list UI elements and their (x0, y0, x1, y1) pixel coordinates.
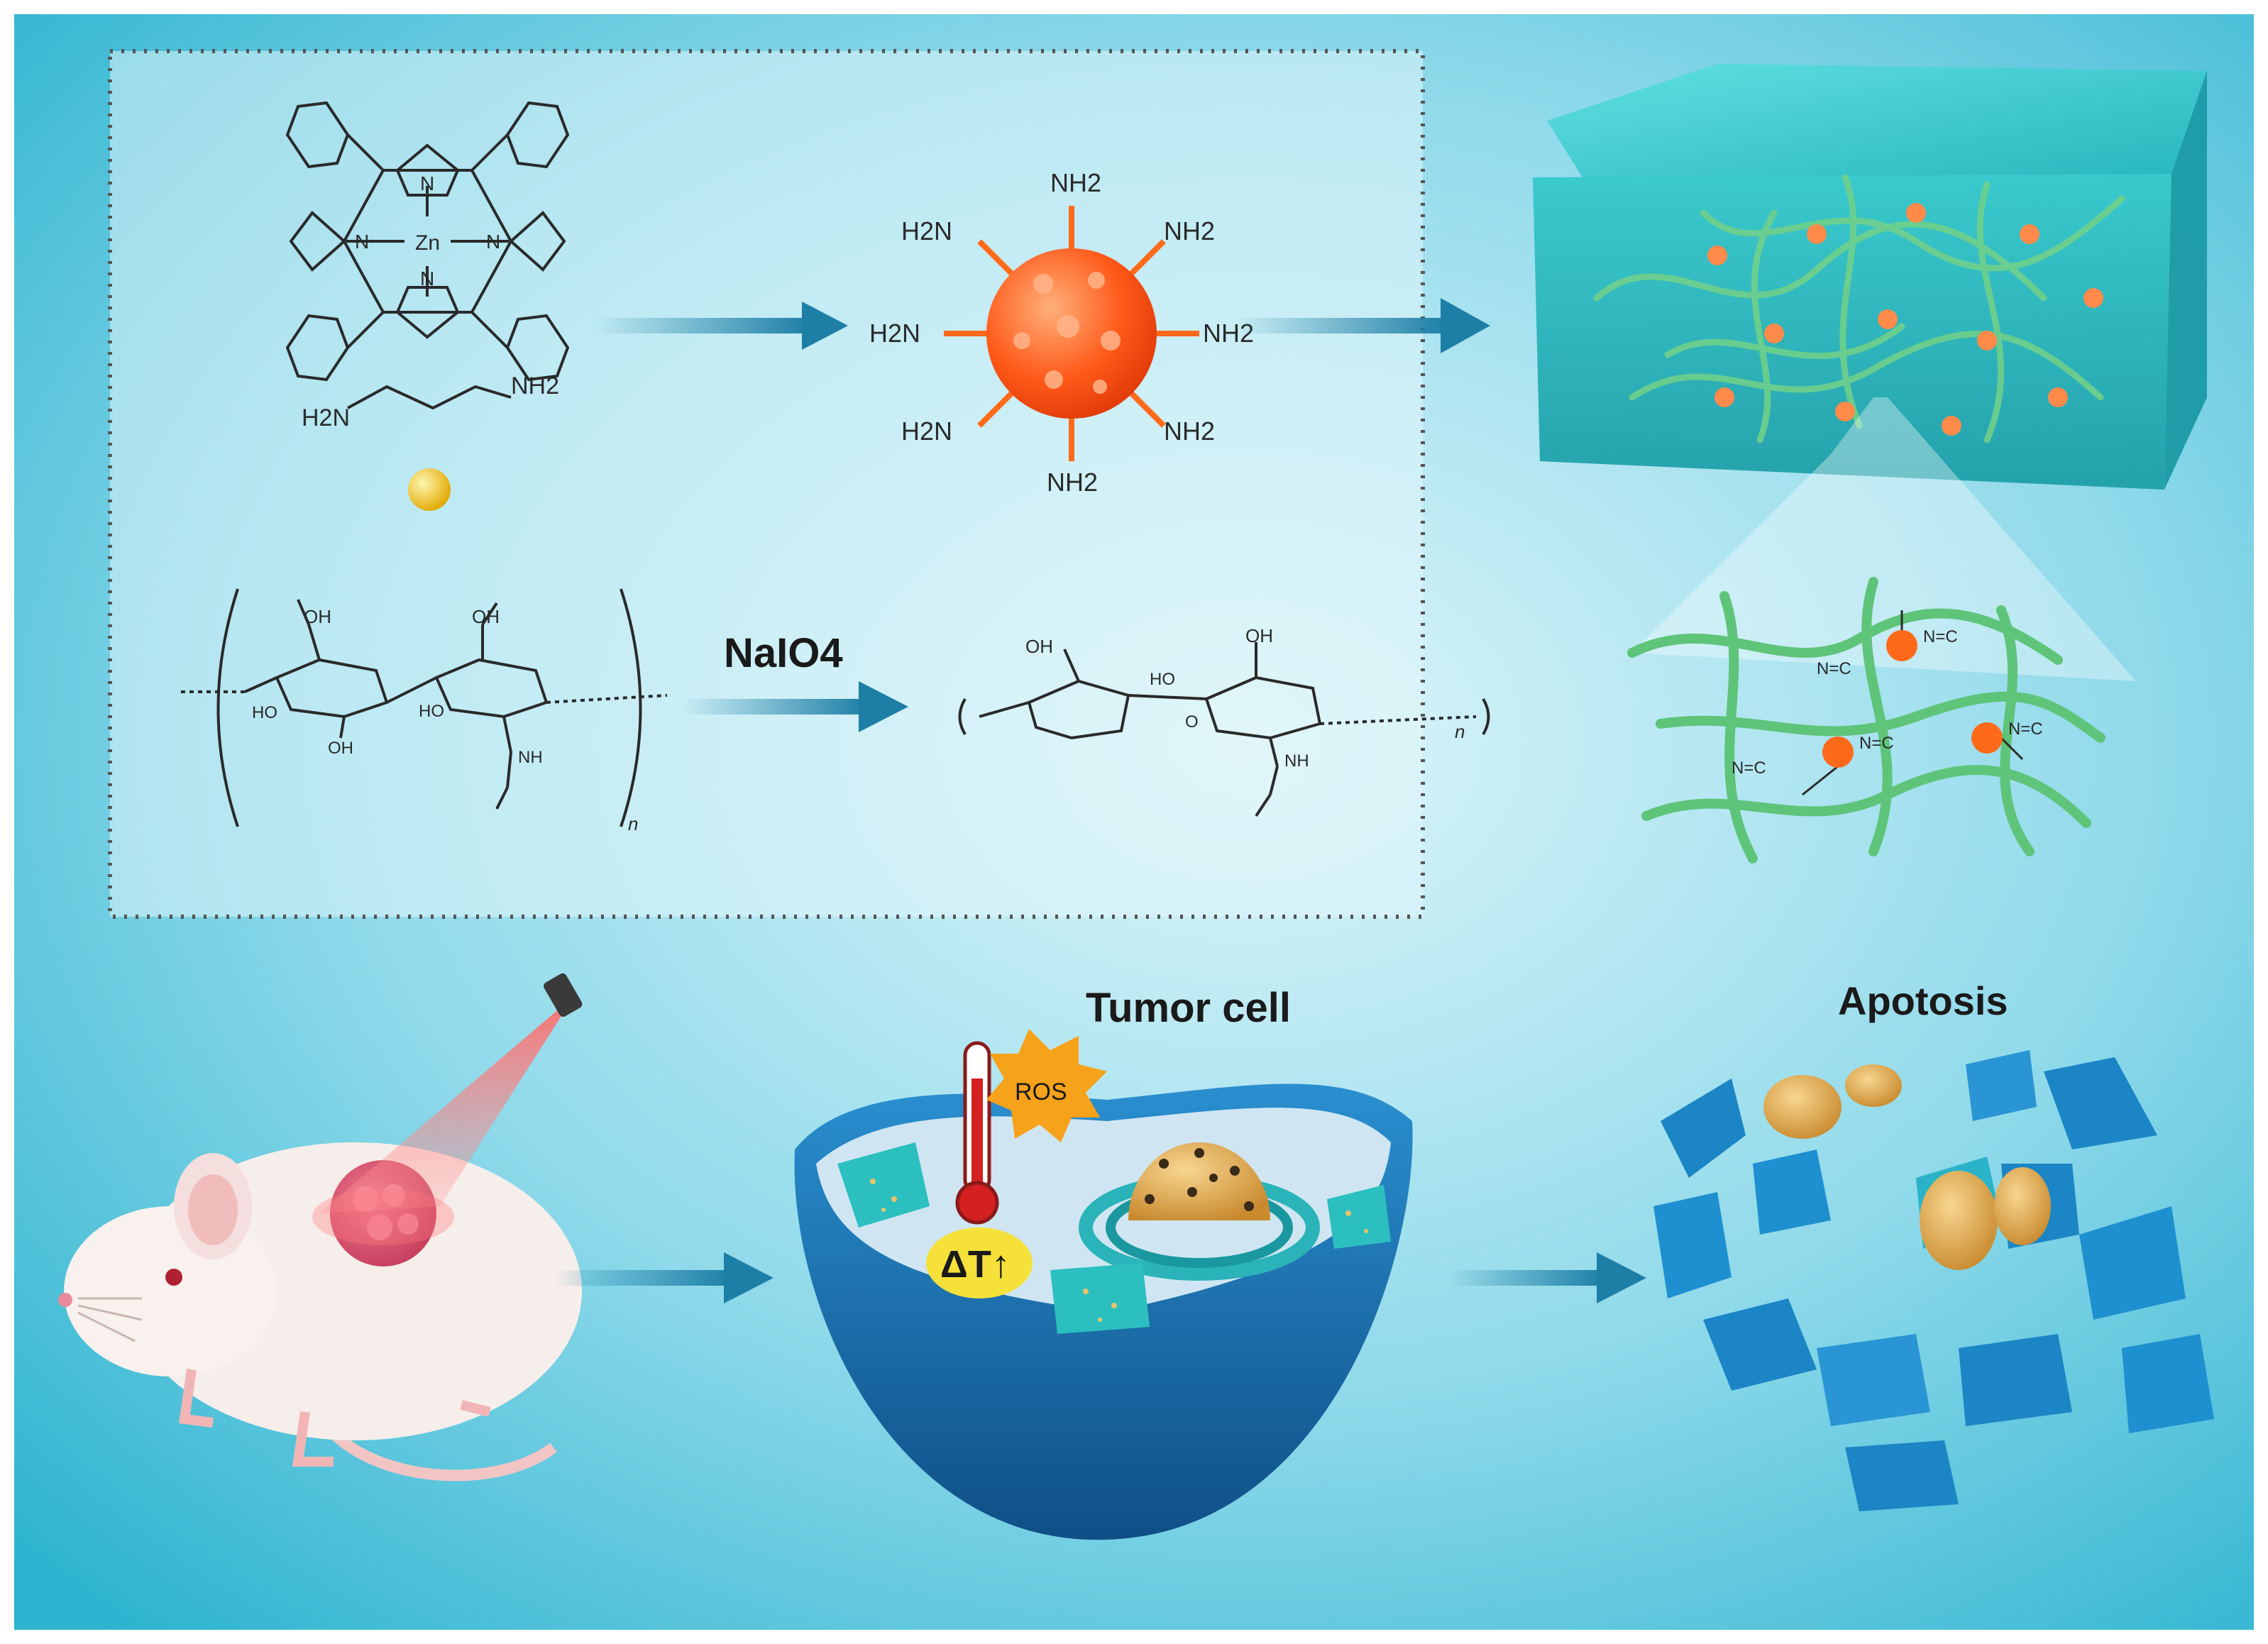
ha-nh: NH (518, 748, 543, 767)
h2n-left: H2N (869, 319, 920, 348)
zoom-cone (1632, 397, 2136, 681)
h2n-lower-left: H2N (901, 416, 952, 446)
oxidized-ha-structure (958, 642, 1490, 817)
oha-nh: NH (1284, 751, 1309, 771)
hydrogel-block (1533, 64, 2207, 490)
nh2-bottom: NH2 (1047, 468, 1098, 497)
n-label-right: N (486, 231, 500, 253)
delta-t-label: ΔT↑ (940, 1243, 1011, 1286)
arrow-to-hydrogel (1235, 298, 1490, 353)
zinc-porphyrin-structure (285, 101, 570, 382)
ha-oh-2: OH (472, 606, 500, 627)
crosslink-label-2: N=C (1859, 734, 1894, 753)
ethylenediamine-structure (347, 385, 512, 410)
oha-o: O (1185, 712, 1199, 732)
crosslink-label-1: N=C (1923, 627, 1958, 646)
ha-oh-1: OH (304, 606, 331, 627)
n-label-top: N (420, 172, 434, 194)
apotosis-fragments (1653, 1050, 2214, 1511)
synthesis-panel (108, 49, 1425, 919)
nh2-lower-right: NH2 (1164, 416, 1215, 446)
ha-ho-2: HO (419, 702, 444, 721)
laser-emitter (544, 973, 583, 1017)
crosslink-network (1627, 577, 2105, 864)
oha-oh-1: OH (1025, 636, 1053, 657)
hyaluronic-acid-structure (181, 588, 668, 827)
ros-label: ROS (1015, 1078, 1067, 1105)
arrow-oxidation (681, 681, 908, 732)
arrow-synthesis (596, 302, 848, 350)
oha-ho: HO (1150, 670, 1175, 689)
nh2-top: NH2 (1050, 168, 1101, 197)
n-label-left: N (355, 231, 369, 253)
oha-oh-2: OH (1245, 625, 1273, 646)
oha-n-sub: n (1455, 721, 1465, 742)
delta-t-badge (926, 1228, 1033, 1298)
h2n-upper-left: H2N (901, 216, 952, 246)
n-label-bottom: N (420, 267, 434, 289)
ros-burst-icon (986, 1029, 1107, 1142)
nh2-label-eda: NH2 (511, 373, 559, 399)
arrow-to-cell (554, 1252, 774, 1303)
ha-ho-1: HO (252, 703, 277, 722)
arrow-to-apotosis (1448, 1252, 1646, 1303)
crosslink-label-3: N=C (2008, 719, 2043, 739)
tumor-cell-label: Tumor cell (1086, 985, 1291, 1031)
apotosis-label: Apotosis (1838, 978, 2008, 1023)
zn-label: Zn (415, 231, 440, 255)
crosslink-label-5: N=C (1732, 758, 1766, 778)
thermometer-icon (955, 1041, 999, 1225)
laser-beam (312, 973, 583, 1245)
nh2-upper-right: NH2 (1164, 216, 1215, 246)
h2n-label-eda: H2N (302, 404, 350, 431)
naio4-label: NaIO4 (724, 630, 843, 676)
amine-nanoparticle (944, 206, 1199, 461)
ha-oh-3: OH (328, 739, 353, 758)
ha-n-sub: n (628, 813, 638, 834)
gold-sphere (408, 468, 451, 511)
crosslink-label-4: N=C (1817, 659, 1851, 678)
